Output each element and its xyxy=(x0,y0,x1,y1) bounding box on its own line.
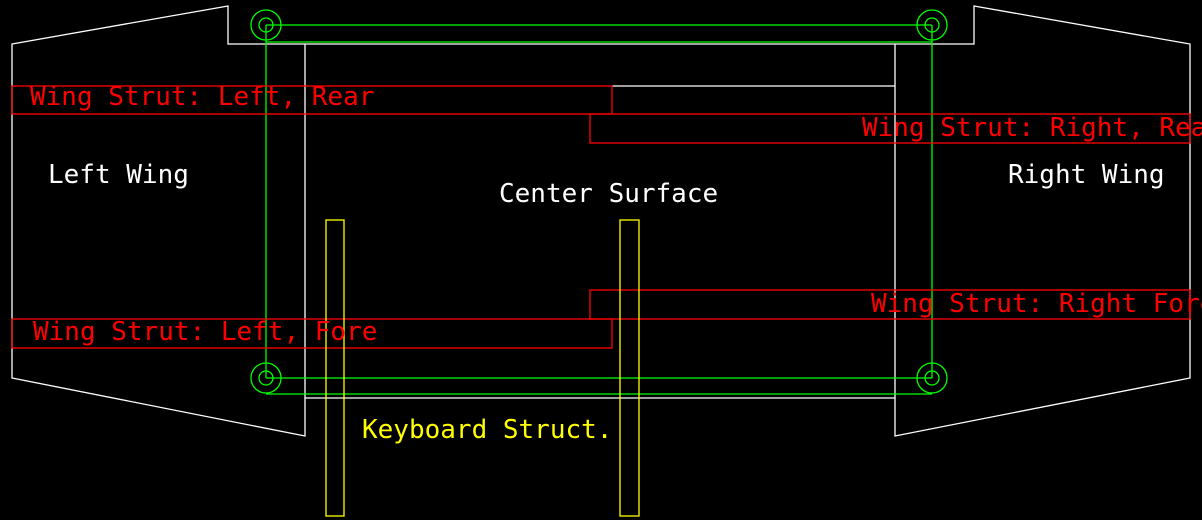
left-wing-label: Left Wing xyxy=(48,160,189,190)
right-wing-label: Right Wing xyxy=(1008,160,1165,190)
frame-group xyxy=(250,9,948,395)
strut-left-rear-label: Wing Strut: Left, Rear xyxy=(30,82,374,112)
strut-right-rear xyxy=(589,113,1191,144)
mount-hole-top-right xyxy=(916,9,948,41)
mount-hole-bottom-left xyxy=(250,362,282,394)
right-wing-outline xyxy=(894,5,1191,437)
keyboard-bar-right xyxy=(619,219,640,517)
strut-right-fore xyxy=(589,289,1191,320)
center-surface-label: Center Surface xyxy=(499,179,718,209)
keyboard-group xyxy=(325,219,640,517)
mount-hole-bottom-right xyxy=(916,362,948,394)
left-wing-outline xyxy=(11,5,306,437)
strut-left-fore xyxy=(11,318,613,349)
outline-group xyxy=(11,5,1191,437)
strut-right-fore-label: Wing Strut: Right Fore xyxy=(871,289,1202,319)
strut-right-rear-label: Wing Strut: Right, Rear xyxy=(862,113,1202,143)
strut-left-rear xyxy=(11,85,613,115)
keyboard-bar-left xyxy=(325,219,345,517)
strut-group xyxy=(11,85,1191,349)
keyboard-struct-label: Keyboard Struct. xyxy=(362,415,612,445)
strut-left-fore-label: Wing Strut: Left, Fore xyxy=(33,317,377,347)
mount-hole-top-left xyxy=(250,9,282,41)
